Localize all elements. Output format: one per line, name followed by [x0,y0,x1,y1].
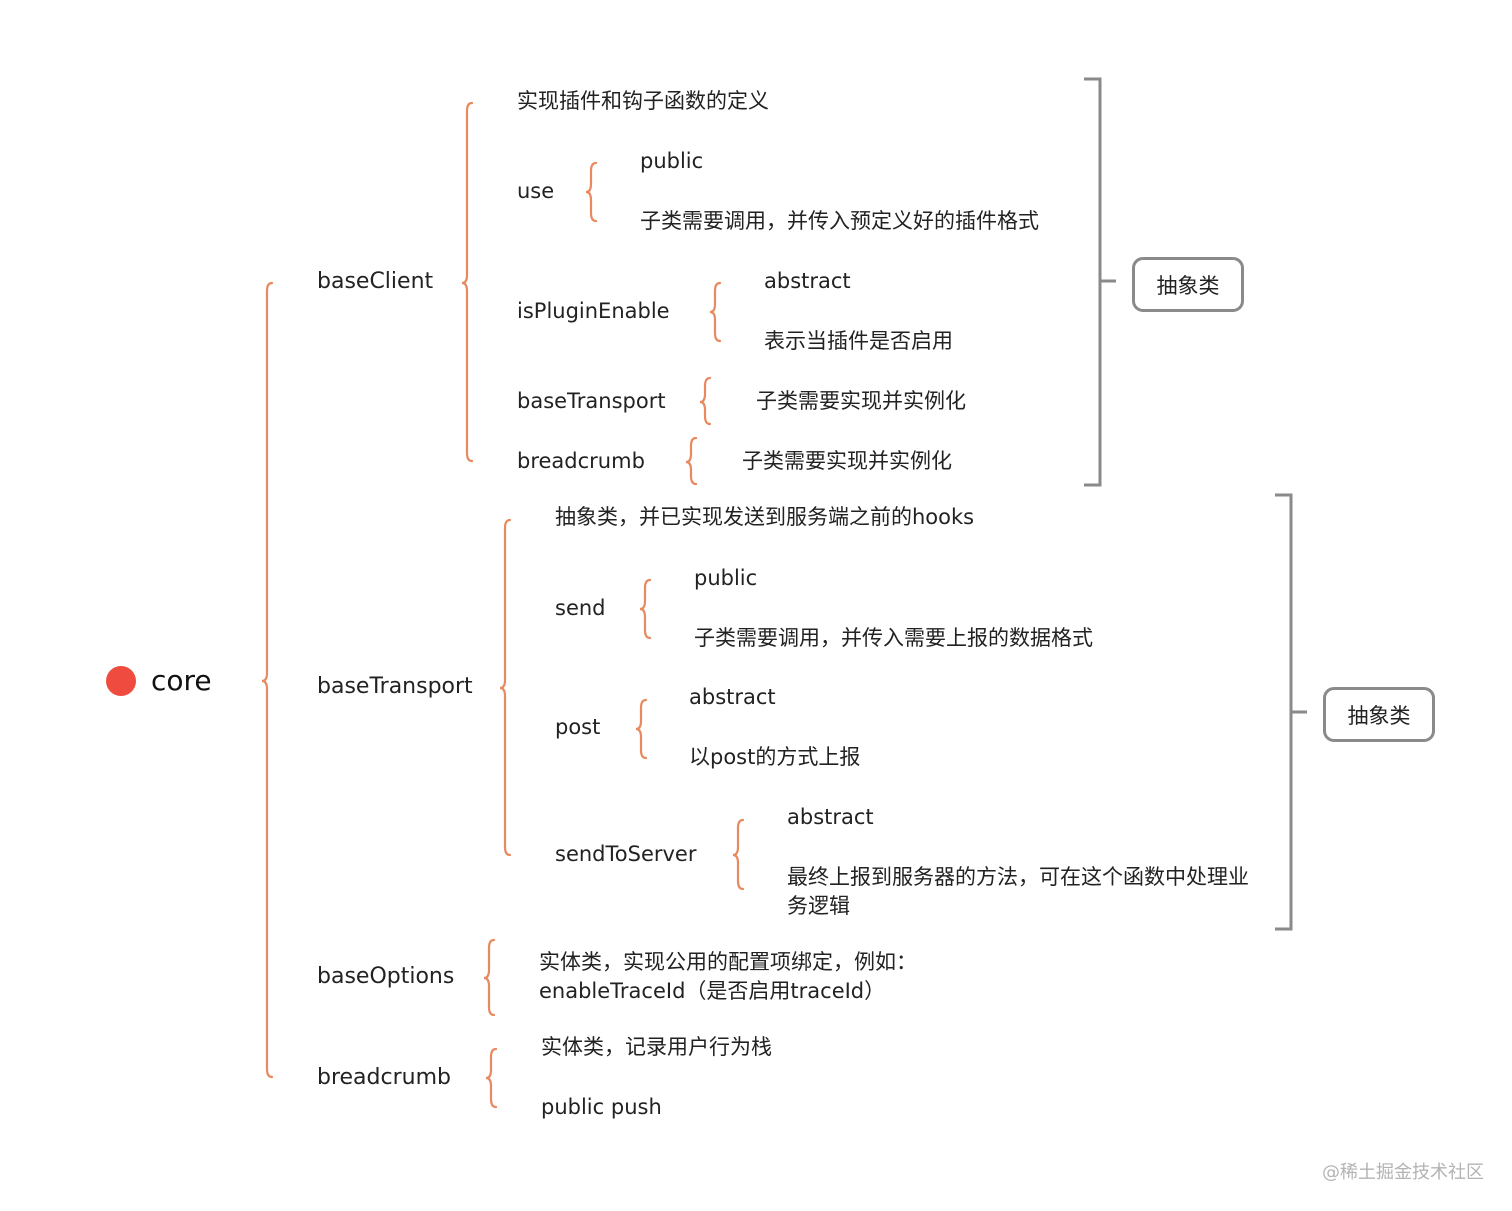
square-brackets [1084,77,1307,931]
node-use[interactable]: use [517,179,555,203]
root-node-label[interactable]: core [151,664,212,697]
send-description[interactable]: 子类需要调用，并传入需要上报的数据格式 [694,626,1093,650]
node-send[interactable]: send [555,596,606,620]
isPluginEnable-description[interactable]: 表示当插件是否启用 [764,329,953,353]
brace-baseClient-baseTransport [699,376,712,426]
brace-baseTransport [499,518,512,857]
baseTransport-definition[interactable]: 抽象类，并已实现发送到服务端之前的hooks [555,505,975,529]
baseClient-baseTransport-description[interactable]: 子类需要实现并实例化 [756,389,966,413]
brace-baseClient [461,101,474,463]
baseClient-definition[interactable]: 实现插件和钩子函数的定义 [517,89,769,113]
node-baseOptions[interactable]: baseOptions [317,964,455,989]
summary-tag-baseClient[interactable]: 抽象类 [1132,257,1244,312]
post-modifier[interactable]: abstract [689,685,776,709]
use-description[interactable]: 子类需要调用，并传入预定义好的插件格式 [640,209,1039,233]
node-baseClient-breadcrumb[interactable]: breadcrumb [517,449,645,473]
node-baseClient-baseTransport[interactable]: baseTransport [517,389,666,413]
brace-send [639,578,652,640]
root-node-dot [106,666,136,696]
baseClient-breadcrumb-description[interactable]: 子类需要实现并实例化 [742,449,952,473]
brace-root [261,281,274,1079]
brace-sendToServer [732,818,745,891]
summary-tag-baseTransport[interactable]: 抽象类 [1323,687,1435,742]
node-baseClient[interactable]: baseClient [317,269,434,294]
sendToServer-modifier[interactable]: abstract [787,805,874,829]
brace-breadcrumb [485,1047,498,1109]
node-breadcrumb[interactable]: breadcrumb [317,1065,451,1090]
sendToServer-description[interactable]: 最终上报到服务器的方法，可在这个函数中处理业务逻辑 [787,865,1249,918]
bracket-baseClient [1084,77,1116,487]
watermark: @稀土掘金技术社区 [1322,1162,1484,1183]
isPluginEnable-modifier[interactable]: abstract [764,269,851,293]
node-sendToServer[interactable]: sendToServer [555,842,697,866]
node-post[interactable]: post [555,715,601,739]
use-modifier[interactable]: public [640,149,704,173]
brace-isPluginEnable [709,281,722,343]
brace-baseOptions [483,938,496,1017]
brace-post [635,698,648,760]
breadcrumb-method[interactable]: public push [541,1095,662,1119]
bracket-baseTransport [1275,493,1307,931]
node-isPluginEnable[interactable]: isPluginEnable [517,299,670,323]
breadcrumb-description[interactable]: 实体类，记录用户行为栈 [541,1035,772,1059]
send-modifier[interactable]: public [694,566,758,590]
brace-baseClient-breadcrumb [685,436,698,486]
node-baseTransport[interactable]: baseTransport [317,674,473,699]
brace-use [585,161,598,223]
post-description[interactable]: 以post的方式上报 [689,745,861,769]
baseOptions-description[interactable]: 实体类，实现公用的配置项绑定，例如：enableTraceId（是否启用trac… [539,950,917,1003]
curly-braces [261,101,745,1109]
